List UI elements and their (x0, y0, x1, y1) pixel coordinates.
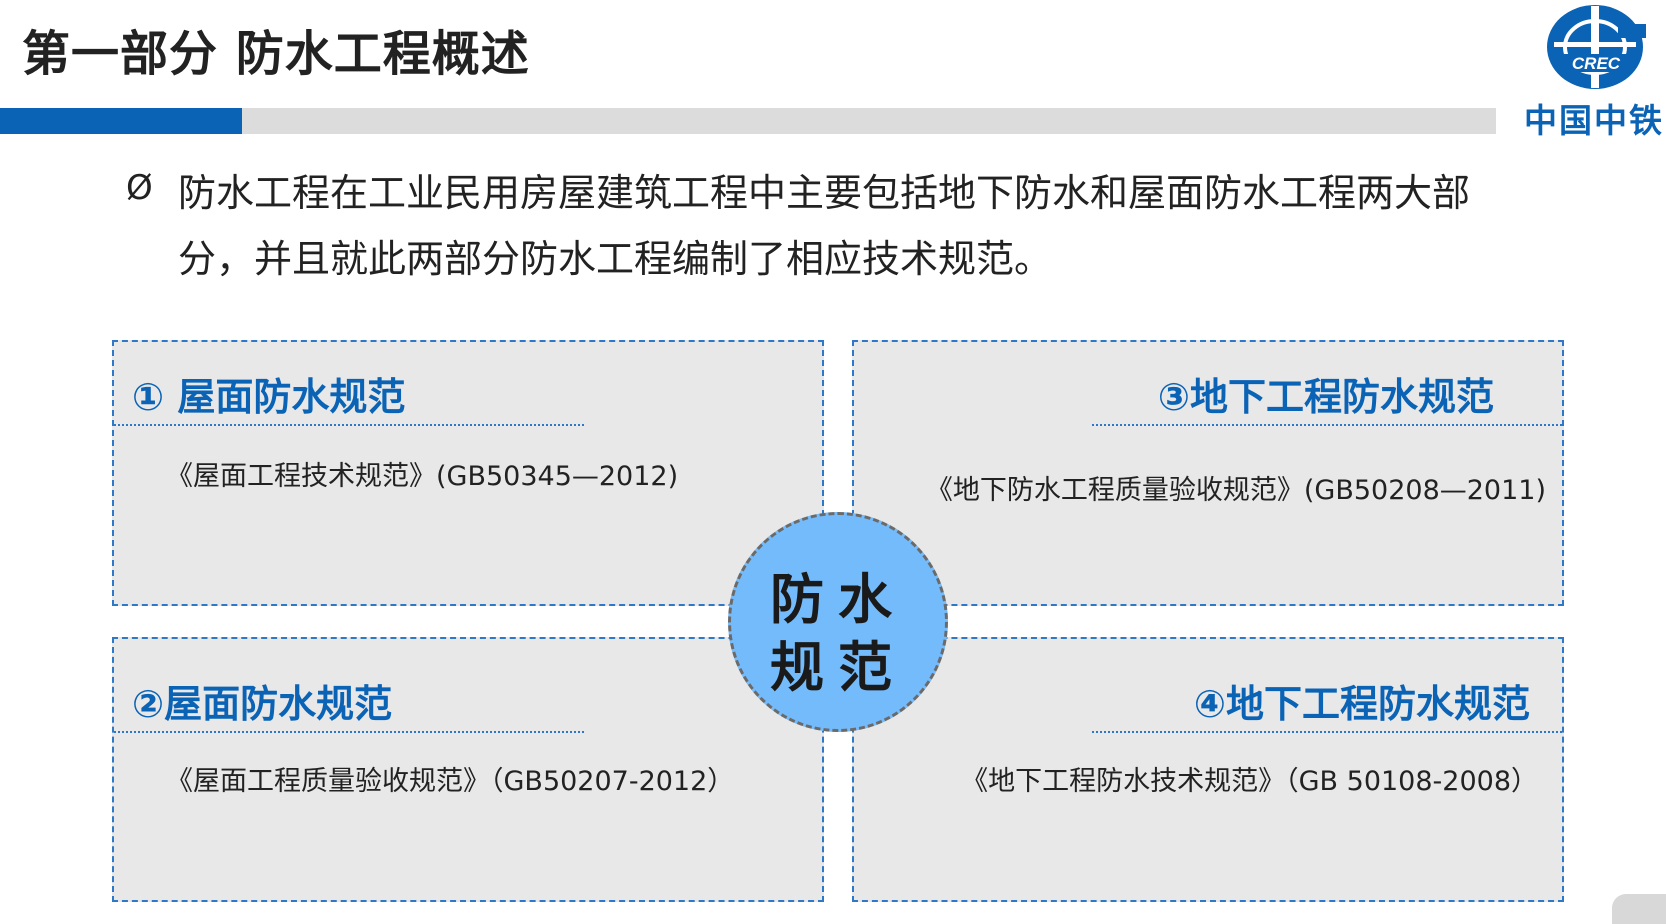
quadrant-title: ④地下工程防水规范 (1193, 682, 1530, 726)
quadrant-title: ① 屋面防水规范 (132, 375, 406, 419)
quadrant-divider (1092, 424, 1562, 426)
quadrant-divider (114, 731, 584, 733)
center-label-line2: 规范 (770, 636, 906, 699)
crec-emblem-icon: CREC (1547, 5, 1646, 89)
title-accent-bar (0, 108, 242, 134)
quadrant-standard: 《屋面工程质量验收规范》（GB50207-2012） (166, 766, 735, 797)
page-number-tab (1612, 894, 1666, 924)
quadrant-standard: 《地下工程防水技术规范》（GB 50108-2008） (961, 766, 1538, 797)
bullet-marker: Ø (126, 168, 153, 208)
quadrant-underground-technical: ④地下工程防水规范 《地下工程防水技术规范》（GB 50108-2008） (852, 637, 1564, 902)
quadrant-standard: 《屋面工程技术规范》(GB50345—2012) (166, 461, 679, 492)
quadrant-roof-technical: ① 屋面防水规范 《屋面工程技术规范》(GB50345—2012) (112, 340, 824, 606)
quadrant-roof-acceptance: ②屋面防水规范 《屋面工程质量验收规范》（GB50207-2012） (112, 637, 824, 902)
intro-paragraph: 防水工程在工业民用房屋建筑工程中主要包括地下防水和屋面防水工程两大部分，并且就此… (178, 171, 1471, 281)
quadrant-divider (1092, 731, 1562, 733)
quadrant-title: ③地下工程防水规范 (1157, 375, 1494, 419)
center-label-line1: 防水 (770, 568, 906, 631)
crec-logo: CREC 中国中铁 (1524, 2, 1666, 140)
quadrant-divider (114, 424, 584, 426)
title-divider-bar (242, 108, 1496, 134)
quadrant-standard: 《地下防水工程质量验收规范》(GB50208—2011) (925, 475, 1546, 506)
quadrant-title: ②屋面防水规范 (132, 682, 393, 726)
logo-letters: CREC (1572, 54, 1621, 73)
page-title: 第一部分 防水工程概述 (22, 26, 530, 82)
quadrant-underground-acceptance: ③地下工程防水规范 《地下防水工程质量验收规范》(GB50208—2011) (852, 340, 1564, 606)
logo-text: 中国中铁 (1524, 101, 1664, 140)
center-circle: 防水 规范 (728, 512, 948, 732)
